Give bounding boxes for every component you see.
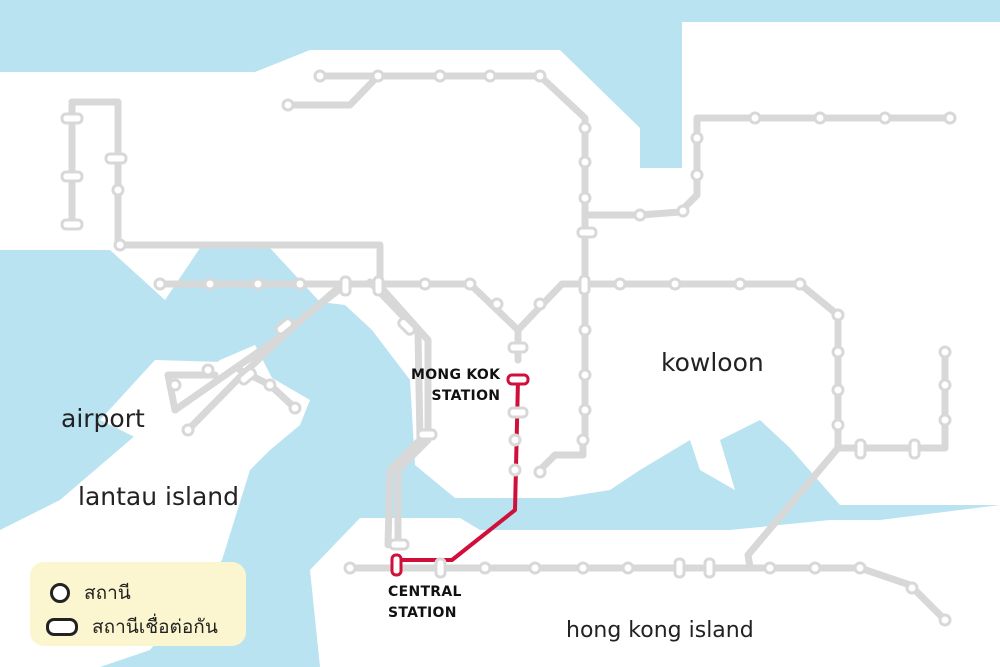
interchange-stations — [60, 112, 921, 579]
central-line2: STATION — [388, 605, 457, 621]
central-line1: CENTRAL — [388, 584, 462, 600]
legend: สถานี สถานีเชื่อต่อกัน — [30, 562, 246, 646]
mong-kok-line2: STATION — [431, 388, 501, 404]
central-station-label: CENTRAL STATION — [388, 582, 462, 624]
stations — [111, 69, 957, 627]
station-circle-icon — [50, 583, 70, 603]
mainland-land — [0, 22, 1000, 505]
mong-kok-line1: MONG KOK — [411, 367, 501, 383]
legend-station-label: สถานี — [84, 582, 131, 604]
kowloon-label: kowloon — [661, 348, 764, 377]
legend-row-interchange: สถานีเชื่อต่อกัน — [46, 612, 218, 642]
hongkong-island-land — [310, 505, 1000, 667]
hong-kong-island-label: hong kong island — [566, 618, 754, 643]
airport-label: airport — [61, 404, 145, 433]
airport-land — [100, 360, 232, 442]
legend-interchange-label: สถานีเชื่อต่อกัน — [92, 616, 218, 638]
highlighted-stations — [390, 373, 530, 577]
mong-kok-station-label: MONG KOK STATION — [411, 365, 500, 407]
interchange-pill-icon — [46, 618, 78, 636]
lantau-island-label: lantau island — [78, 482, 239, 511]
legend-row-station: สถานี — [50, 578, 131, 608]
